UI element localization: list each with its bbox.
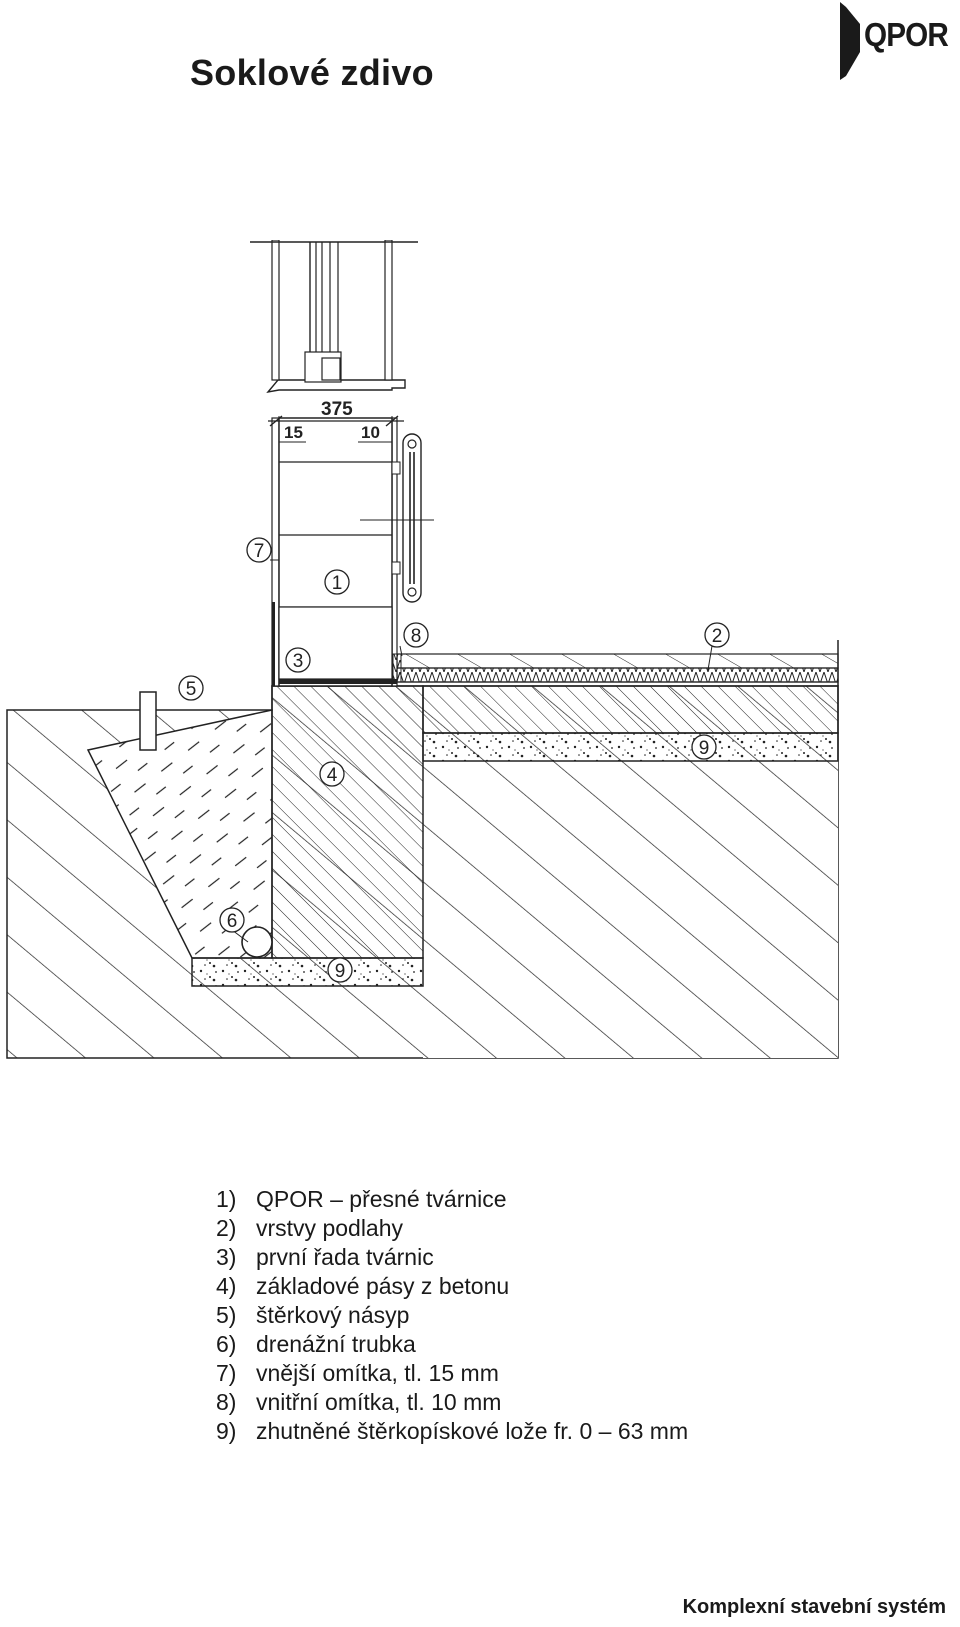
dimension-total: 375 bbox=[321, 399, 353, 420]
drain-pipe bbox=[241, 926, 273, 958]
gravel-bed-foundation bbox=[191, 957, 424, 987]
marker-8: 8 bbox=[403, 622, 429, 648]
floor-insulation bbox=[396, 667, 839, 683]
legend-item: 7)vnější omítka, tl. 15 mm bbox=[216, 1360, 499, 1386]
svg-text:8: 8 bbox=[411, 626, 422, 647]
marker-4: 4 bbox=[319, 761, 345, 787]
legend-item: 4)základové pásy z betonu bbox=[216, 1273, 510, 1299]
radiator bbox=[402, 433, 422, 603]
legend-item: 9)zhutněné štěrkopískové lože fr. 0 – 63… bbox=[216, 1418, 689, 1444]
floor-slab bbox=[422, 685, 839, 734]
concrete-foundation bbox=[271, 685, 424, 959]
window-sill bbox=[266, 379, 406, 394]
legend-item: 3)první řada tvárnic bbox=[216, 1244, 434, 1270]
marker-2: 2 bbox=[704, 622, 730, 648]
footer-tagline: Komplexní stavební systém bbox=[682, 1596, 946, 1618]
marker-9-floor: 9 bbox=[691, 734, 717, 760]
marker-9-foundation: 9 bbox=[327, 957, 353, 983]
legend-item: 8)vnitřní omítka, tl. 10 mm bbox=[216, 1389, 502, 1415]
svg-text:4: 4 bbox=[327, 765, 338, 786]
svg-text:3: 3 bbox=[293, 651, 304, 672]
svg-text:9: 9 bbox=[335, 961, 346, 982]
dimension-left: 15 bbox=[284, 423, 303, 442]
marker-3: 3 bbox=[285, 647, 311, 673]
dimension-right: 10 bbox=[361, 423, 380, 442]
marker-1: 1 bbox=[324, 569, 350, 595]
gravel-bed-floor bbox=[422, 732, 839, 762]
marker-5: 5 bbox=[178, 675, 204, 701]
foundation-section-drawing: 375 15 10 1 2 3 4 5 6 7 8 9 9 bbox=[6, 240, 839, 1059]
drain-riser bbox=[139, 691, 157, 751]
marker-6: 6 bbox=[219, 907, 245, 933]
logo-text: QPOR bbox=[864, 16, 949, 53]
svg-text:2: 2 bbox=[712, 626, 723, 647]
qpor-logo: QPOR bbox=[838, 2, 958, 80]
floor-screed bbox=[396, 653, 839, 669]
svg-text:1: 1 bbox=[332, 573, 343, 594]
svg-text:7: 7 bbox=[254, 541, 265, 562]
legend-list: 1)QPOR – přesné tvárnice 2)vrstvy podlah… bbox=[216, 1185, 688, 1446]
legend-item: 6)drenážní trubka bbox=[216, 1331, 416, 1357]
legend-item: 2)vrstvy podlahy bbox=[216, 1215, 404, 1241]
svg-text:5: 5 bbox=[186, 679, 197, 700]
svg-text:6: 6 bbox=[227, 911, 238, 932]
window-frame-left bbox=[271, 240, 280, 381]
logo-mark-icon bbox=[840, 2, 860, 80]
page-title: Soklové zdivo bbox=[190, 52, 434, 93]
marker-7: 7 bbox=[246, 537, 272, 563]
svg-text:9: 9 bbox=[699, 738, 710, 759]
legend-item: 1)QPOR – přesné tvárnice bbox=[216, 1186, 507, 1212]
window-frame-right bbox=[384, 240, 393, 381]
inner-plaster-base bbox=[392, 653, 402, 683]
legend-item: 5)štěrkový násyp bbox=[216, 1302, 410, 1328]
